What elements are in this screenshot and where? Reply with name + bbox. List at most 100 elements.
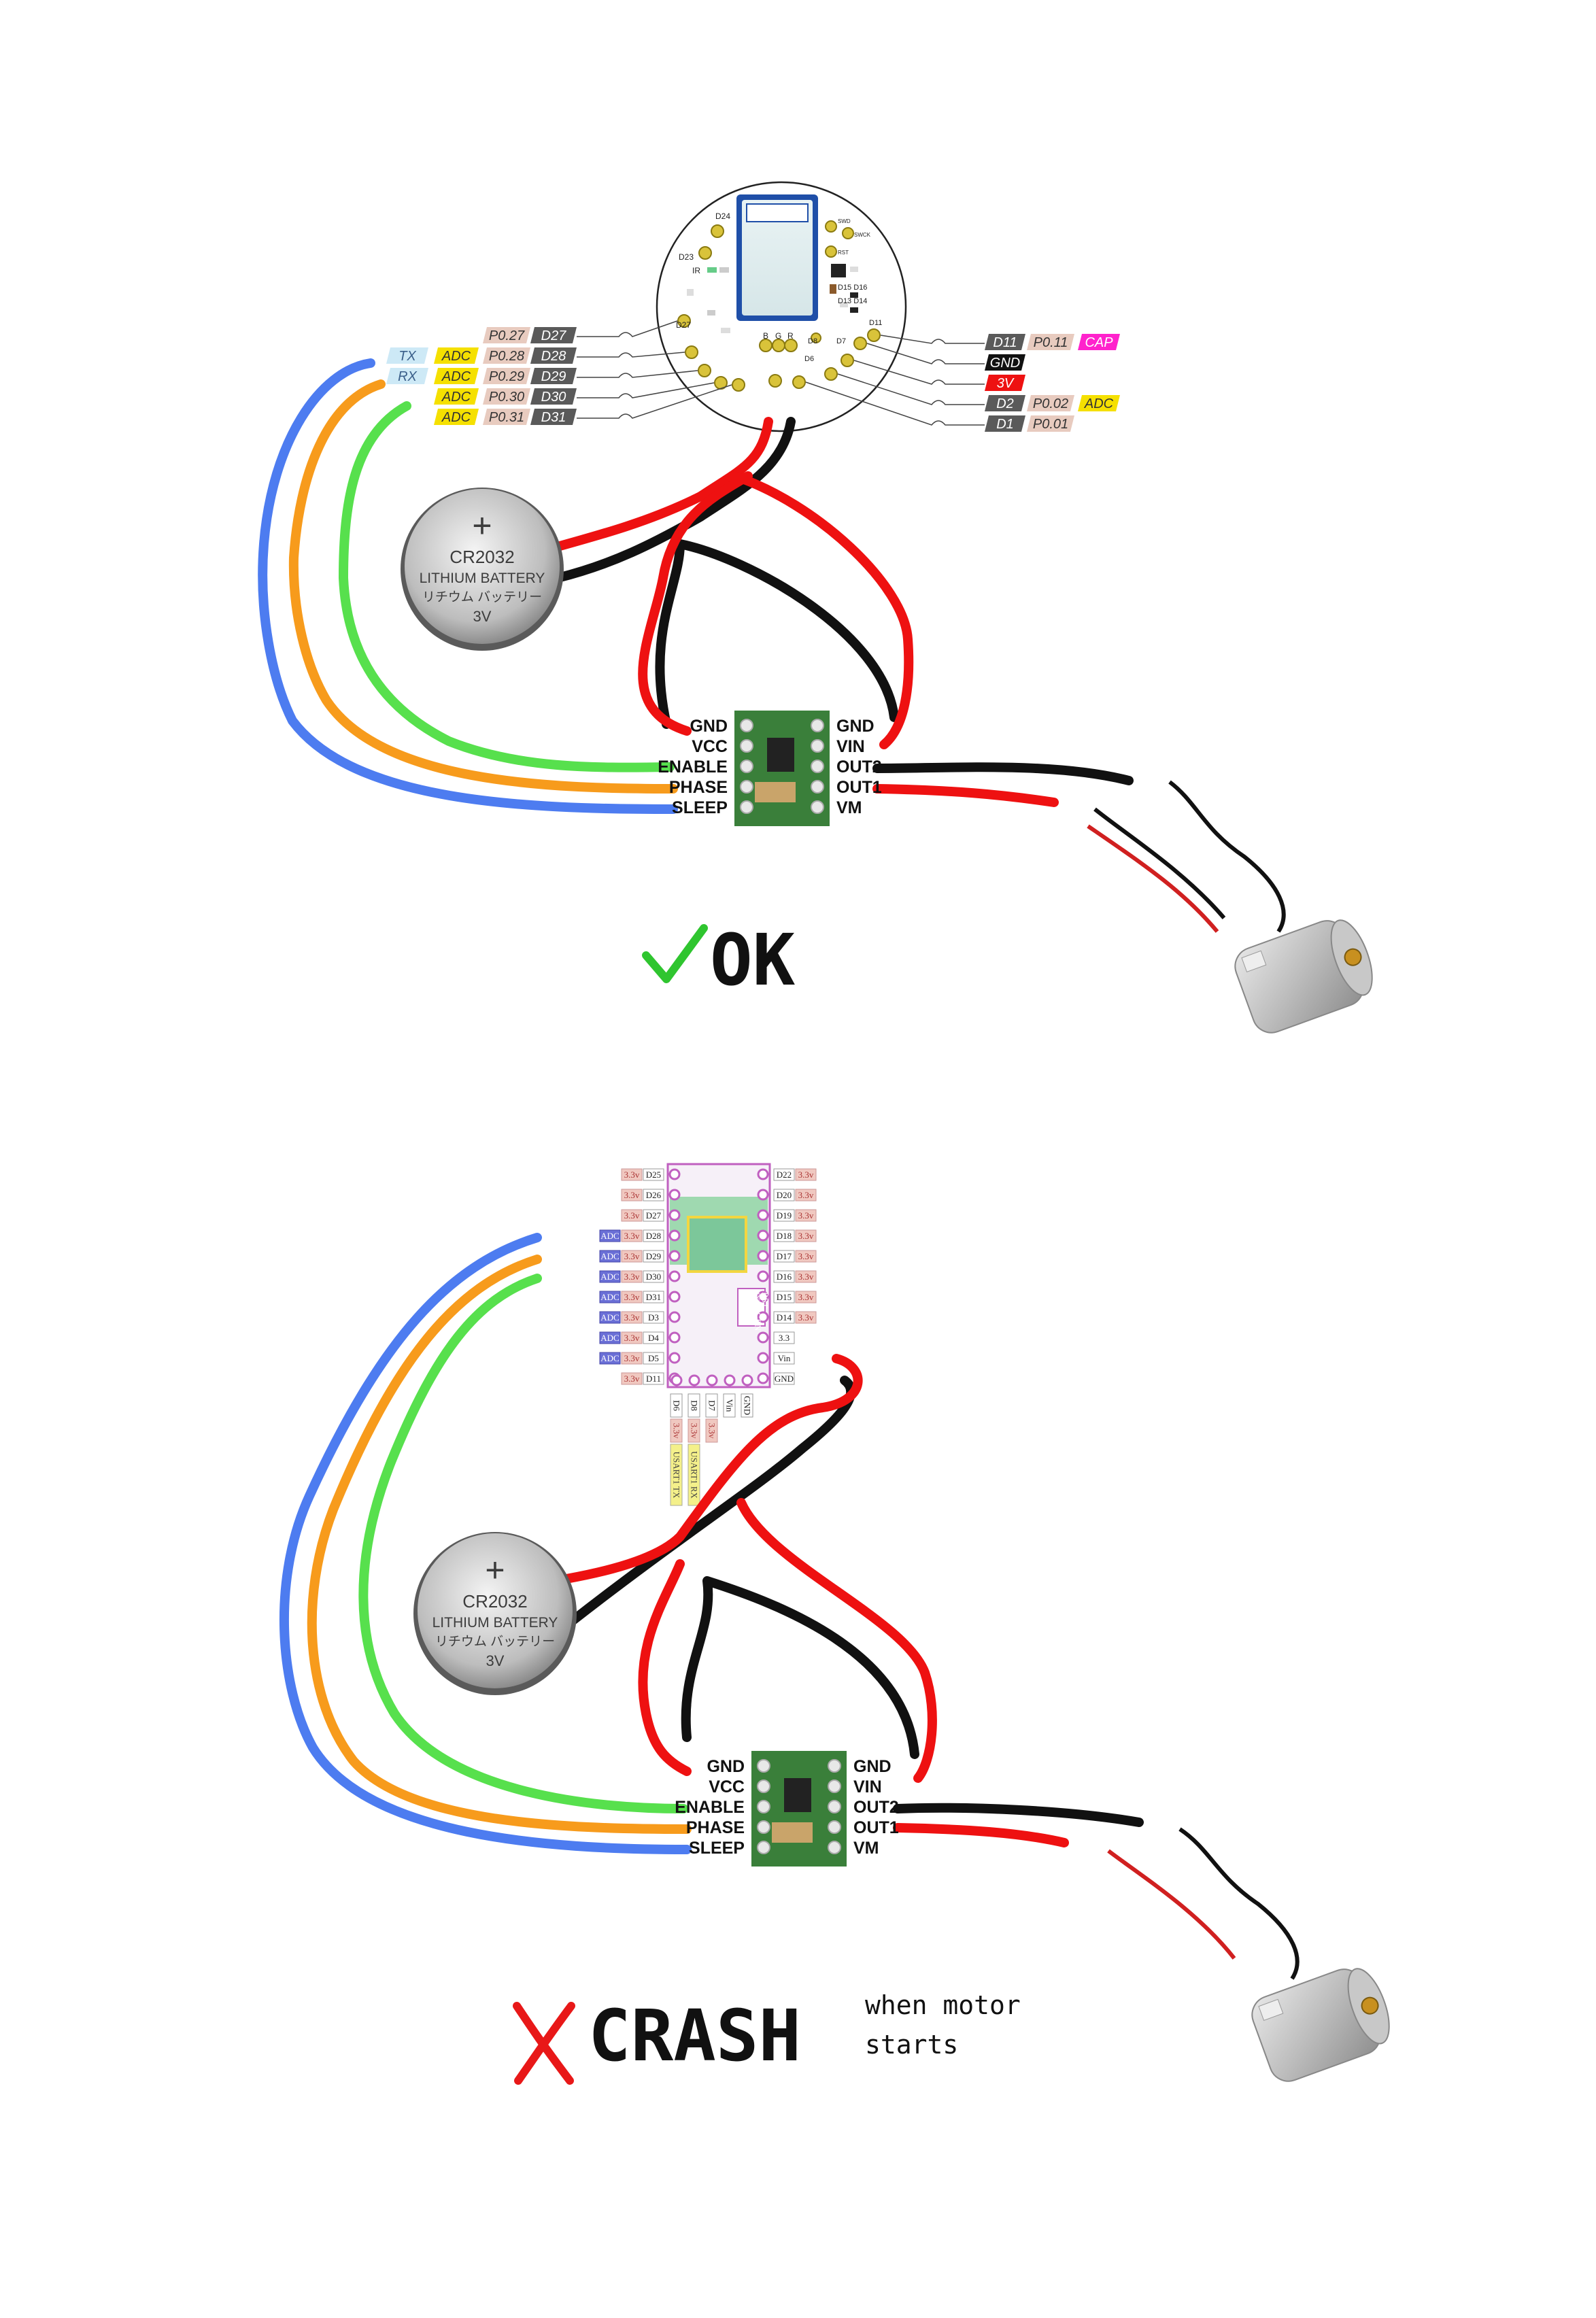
bb-bottom-volt-text: 3.3v: [707, 1423, 717, 1439]
top-right-port: P0.11: [1027, 334, 1074, 350]
bb-left-tag: ADC: [599, 1250, 621, 1263]
top-right-pin-text: D11: [993, 335, 1017, 350]
top-left-func-text: ADC: [441, 369, 471, 384]
battery-model: CR2032: [462, 1591, 527, 1612]
bb-bottom-pin: D6: [670, 1393, 683, 1418]
bb-left-pin-text: D26: [646, 1190, 662, 1200]
top-right-pin: D11: [985, 334, 1025, 350]
top-driver-left-sleep: SLEEP: [672, 798, 728, 817]
top-left-tag: TX: [386, 347, 428, 364]
bb-left-pin: D28: [643, 1229, 664, 1242]
bb-right-pin: D18: [773, 1229, 795, 1242]
bb-left-tag: ADC: [599, 1311, 621, 1324]
crash-note-line2: starts: [865, 2030, 958, 2060]
bb-left-pin: D26: [643, 1189, 664, 1201]
bb-left-volt: 3.3v: [621, 1331, 643, 1344]
board-label-swd: SWD: [838, 218, 851, 224]
top-right-leader: [866, 343, 985, 364]
top-wire-black-drv: [655, 539, 899, 729]
top-left-pin: D27: [530, 327, 577, 343]
top-right-leader: [837, 373, 985, 405]
cross-icon: [513, 2002, 575, 2085]
top-battery: + CR2032 LITHIUM BATTERY リチウム バッテリー 3V: [401, 488, 564, 651]
bb-left-volt: 3.3v: [621, 1352, 643, 1365]
bb-left-pin-text: D27: [646, 1210, 662, 1221]
top-driver-left-enable: ENABLE: [658, 757, 728, 777]
bottom-driver-left-phase: PHASE: [686, 1818, 745, 1837]
bottom-driver-right-vin: VIN: [853, 1777, 882, 1796]
bottom-dc-motor: [1107, 1827, 1390, 2082]
top-left-pin-text: D30: [541, 390, 566, 405]
bb-left-volt: 3.3v: [621, 1270, 643, 1283]
top-left-func: ADC: [434, 347, 479, 364]
top-left-port: P0.28: [483, 347, 530, 364]
top-right-pin: 3V: [985, 375, 1025, 391]
bb-right-pin: D17: [773, 1250, 795, 1263]
top-left-func-text: ADC: [441, 390, 471, 405]
top-right-pin: GND: [985, 354, 1025, 371]
top-left-port-text: P0.30: [489, 390, 524, 405]
bb-right-pin-text: D14: [777, 1312, 792, 1323]
bb-right-volt: 3.3v: [795, 1311, 817, 1324]
bb-left-volt: 3.3v: [621, 1291, 643, 1303]
bb-left-pin: D4: [643, 1331, 664, 1344]
bb-left-tag: ADC: [599, 1331, 621, 1344]
top-driver-right-out2: OUT2: [836, 757, 882, 777]
bottom-diagram: RED DTR RST GRN D253.3vD263.3vD273.3vD28…: [279, 1163, 1390, 2085]
bb-inner-grn: GRN: [753, 1312, 763, 1331]
bb-right-volt-text: 3.3v: [798, 1312, 814, 1323]
battery-voltage: 3V: [473, 608, 492, 625]
bb-left-pin: D3: [643, 1311, 664, 1324]
bb-left-volt: 3.3v: [621, 1229, 643, 1242]
board-label-d7: D7: [836, 337, 846, 345]
top-driver-right-vin: VIN: [836, 737, 865, 756]
top-left-pin-text: D27: [541, 328, 567, 343]
board-label-ir: IR: [692, 266, 700, 275]
bb-left-pin-text: D5: [648, 1353, 659, 1363]
bottom-wire-red-drv: [638, 1498, 937, 1783]
battery-model: CR2032: [449, 547, 514, 567]
top-wire-black-gnd: [553, 417, 796, 583]
top-right-port-text: P0.02: [1033, 396, 1068, 411]
top-right-port-text: P0.11: [1034, 335, 1068, 350]
battery-plus: +: [485, 1551, 505, 1589]
top-left-pin: D30: [530, 388, 577, 405]
top-right-port: P0.01: [1027, 415, 1074, 432]
bb-bottom-volt-text: 3.3v: [672, 1423, 682, 1439]
bb-right-pin-text: D17: [777, 1251, 792, 1261]
battery-line1: LITHIUM BATTERY: [432, 1615, 558, 1631]
top-wire-orange: [288, 379, 678, 794]
bb-right-pin-text: D22: [777, 1170, 792, 1180]
bb-left-pin-text: D31: [646, 1292, 661, 1302]
bb-left-pin-text: D3: [648, 1312, 659, 1323]
board-label-d6: D6: [804, 355, 814, 363]
top-left-pin-text: D28: [541, 349, 566, 364]
bb-bottom-pin-text: D8: [690, 1400, 700, 1411]
bb-bottom-pin: D7: [705, 1393, 718, 1418]
bb-right-pin-text: D16: [777, 1272, 792, 1282]
top-left-port: P0.31: [483, 409, 530, 425]
bb-left-pin: D27: [643, 1209, 664, 1222]
bb-bottom-usart: USART1 TX: [670, 1444, 683, 1506]
bb-left-tag: ADC: [599, 1270, 621, 1283]
bb-right-pin: D15: [773, 1291, 795, 1303]
bb-left-volt-text: 3.3v: [624, 1272, 640, 1282]
top-driver-left-vcc: VCC: [692, 737, 728, 756]
bb-inner-red: RED: [743, 1292, 753, 1310]
top-right-func-text: CAP: [1085, 335, 1113, 350]
top-left-func: ADC: [434, 388, 479, 405]
bb-right-volt: 3.3v: [795, 1291, 817, 1303]
bb-inner-dtr: DTR: [751, 1292, 762, 1310]
top-wire-out1: [872, 784, 1059, 807]
top-wire-red-vcc: [526, 417, 773, 559]
top-left-leader: [577, 320, 678, 337]
bb-left-pin: D29: [643, 1250, 664, 1263]
bottom-driver-right-out2: OUT2: [853, 1798, 899, 1817]
bb-bottom-volt: 3.3v: [705, 1418, 718, 1443]
top-right-pin-text: GND: [990, 356, 1020, 371]
top-driver-left-gnd: GND: [690, 717, 728, 736]
top-wire-green: [339, 401, 675, 772]
bb-left-pin: D5: [643, 1352, 664, 1365]
